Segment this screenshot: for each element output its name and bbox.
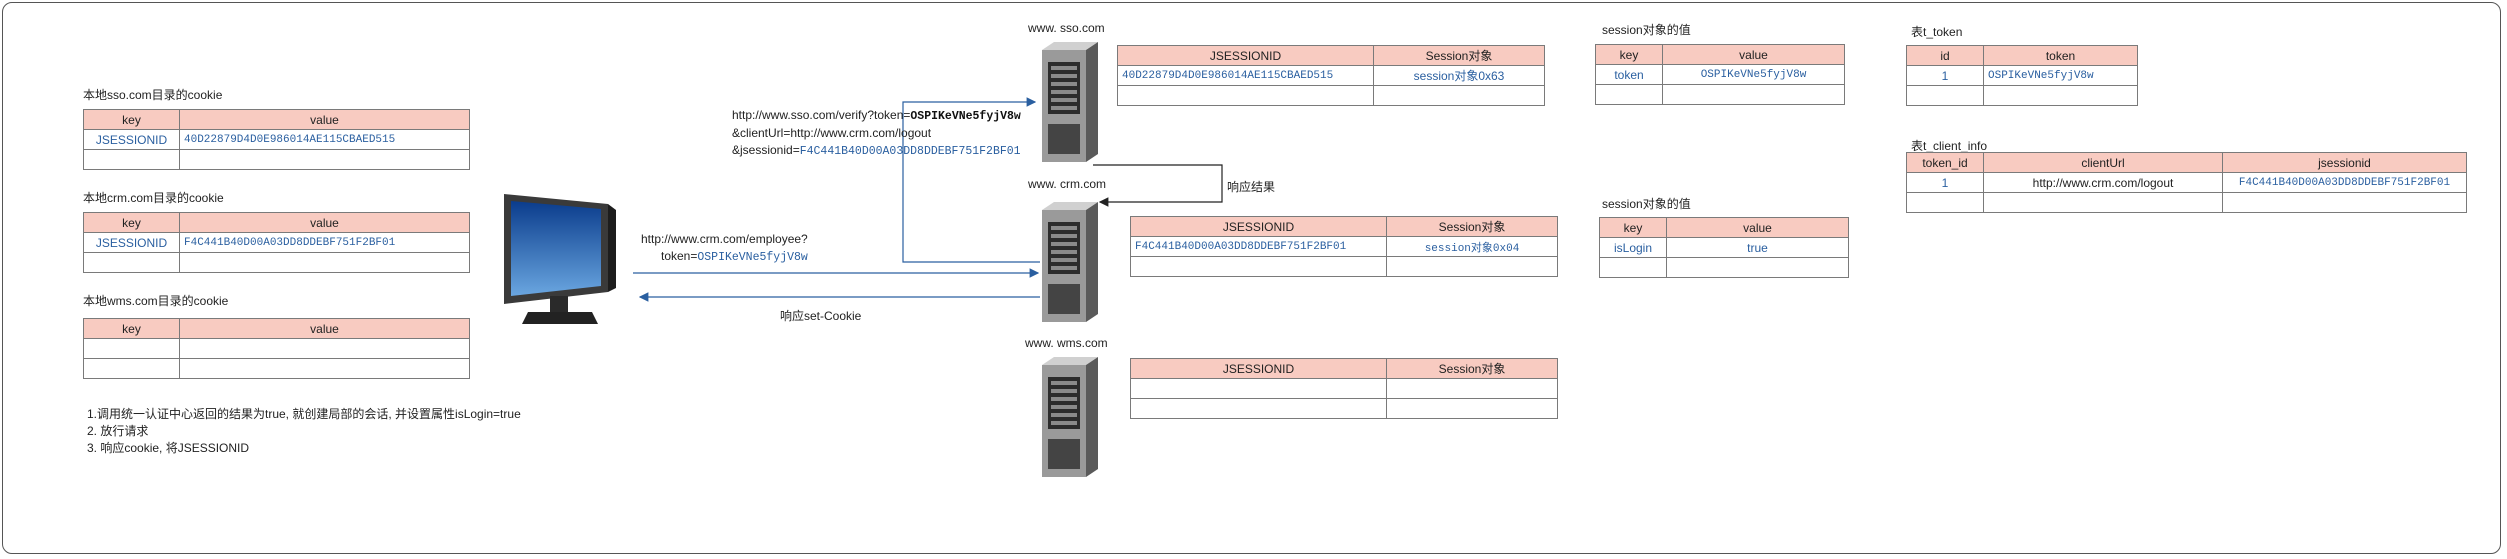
verify-client-url-line: &clientUrl=http://www.crm.com/logout (732, 126, 932, 140)
header-jsessionid: JSESSIONID (1130, 216, 1387, 237)
session-id: F4C441B40D00A03DD8DDEBF751F2BF01 (1130, 236, 1387, 257)
header-jsessionid: jsessionid (2222, 152, 2467, 173)
steps-list: 1.调用统一认证中心返回的结果为true, 就创建局部的会话, 并设置属性isL… (87, 406, 521, 457)
wms-cookie-title: 本地wms.com目录的cookie (83, 294, 229, 308)
verify-request-label: http://www.sso.com/verify?token=OSPIKeVN… (732, 107, 1021, 160)
client-url: http://www.crm.com/logout (1983, 172, 2223, 193)
client-jsessionid: F4C441B40D00A03DD8DDEBF751F2BF01 (2222, 172, 2467, 193)
t-token-title: 表t_token (1911, 25, 1963, 39)
header-jsessionid: JSESSIONID (1117, 45, 1374, 66)
header-token: token (1983, 45, 2138, 66)
cookie-value: F4C441B40D00A03DD8DDEBF751F2BF01 (179, 232, 470, 253)
response-result-label: 响应结果 (1227, 180, 1276, 194)
header-token-id: token_id (1906, 152, 1984, 173)
wms-server-name: www. wms.com (1025, 336, 1108, 350)
token-value: OSPIKeVNe5fyjV8w (1983, 65, 2138, 86)
header-value: value (179, 109, 470, 130)
header-key: key (1599, 217, 1667, 238)
verify-url-line: http://www.sso.com/verify?token=OSPIKeVN… (732, 108, 1021, 123)
crm-server-name: www. crm.com (1028, 177, 1106, 191)
crm-request-token: token=OSPIKeVNe5fyjV8w (661, 249, 808, 264)
header-key: key (83, 212, 180, 233)
header-key: key (1595, 44, 1663, 65)
crm-request-url: http://www.crm.com/employee? (641, 232, 808, 246)
session-id: 40D22879D4D0E986014AE115CBAED515 (1117, 65, 1374, 86)
header-key: key (83, 109, 180, 130)
verify-jsessionid-line: &jsessionid=F4C441B40D00A03DD8DDEBF751F2… (732, 143, 1021, 158)
crm-server-icon (1042, 202, 1098, 322)
verify-response-arrow (1093, 164, 1223, 207)
verify-arrow (902, 97, 1040, 263)
header-session-object: Session对象 (1386, 216, 1558, 237)
cookie-value: 40D22879D4D0E986014AE115CBAED515 (179, 129, 470, 150)
step-2: 2. 放行请求 (87, 424, 149, 438)
sso-server-icon (1042, 42, 1098, 162)
crm-cookie-title: 本地crm.com目录的cookie (83, 191, 224, 205)
session-object: session对象0x63 (1373, 65, 1545, 86)
crm-session-values-title: session对象的值 (1602, 197, 1691, 211)
sso-server-name: www. sso.com (1028, 21, 1105, 35)
t-client-info-title: 表t_client_info (1911, 139, 1988, 153)
header-session-object: Session对象 (1373, 45, 1545, 66)
crm-request-label: http://www.crm.com/employee? token=OSPIK… (641, 231, 808, 266)
header-value: value (1666, 217, 1849, 238)
sso-session-values-title: session对象的值 (1602, 23, 1691, 37)
header-jsessionid: JSESSIONID (1130, 358, 1387, 379)
header-session-object: Session对象 (1386, 358, 1558, 379)
cookie-key: JSESSIONID (83, 232, 180, 253)
session-key: isLogin (1599, 237, 1667, 258)
session-object: session对象0x04 (1386, 236, 1558, 257)
session-value: OSPIKeVNe5fyjV8w (1662, 64, 1845, 85)
client-token-id: 1 (1906, 172, 1984, 193)
header-value: value (1662, 44, 1845, 65)
cookie-key: JSESSIONID (83, 129, 180, 150)
session-key: token (1595, 64, 1663, 85)
monitor-icon (504, 194, 616, 324)
step-1: 1.调用统一认证中心返回的结果为true, 就创建局部的会话, 并设置属性isL… (87, 407, 521, 421)
session-value: true (1666, 237, 1849, 258)
step-3: 3. 响应cookie, 将JSESSIONID (87, 441, 250, 455)
header-value: value (179, 212, 470, 233)
token-id: 1 (1906, 65, 1984, 86)
response-set-cookie-label: 响应set-Cookie (780, 309, 862, 323)
header-key: key (83, 318, 180, 339)
header-value: value (179, 318, 470, 339)
wms-server-icon (1042, 357, 1098, 477)
header-client-url: clientUrl (1983, 152, 2223, 173)
sso-cookie-title: 本地sso.com目录的cookie (83, 88, 223, 102)
header-id: id (1906, 45, 1984, 66)
